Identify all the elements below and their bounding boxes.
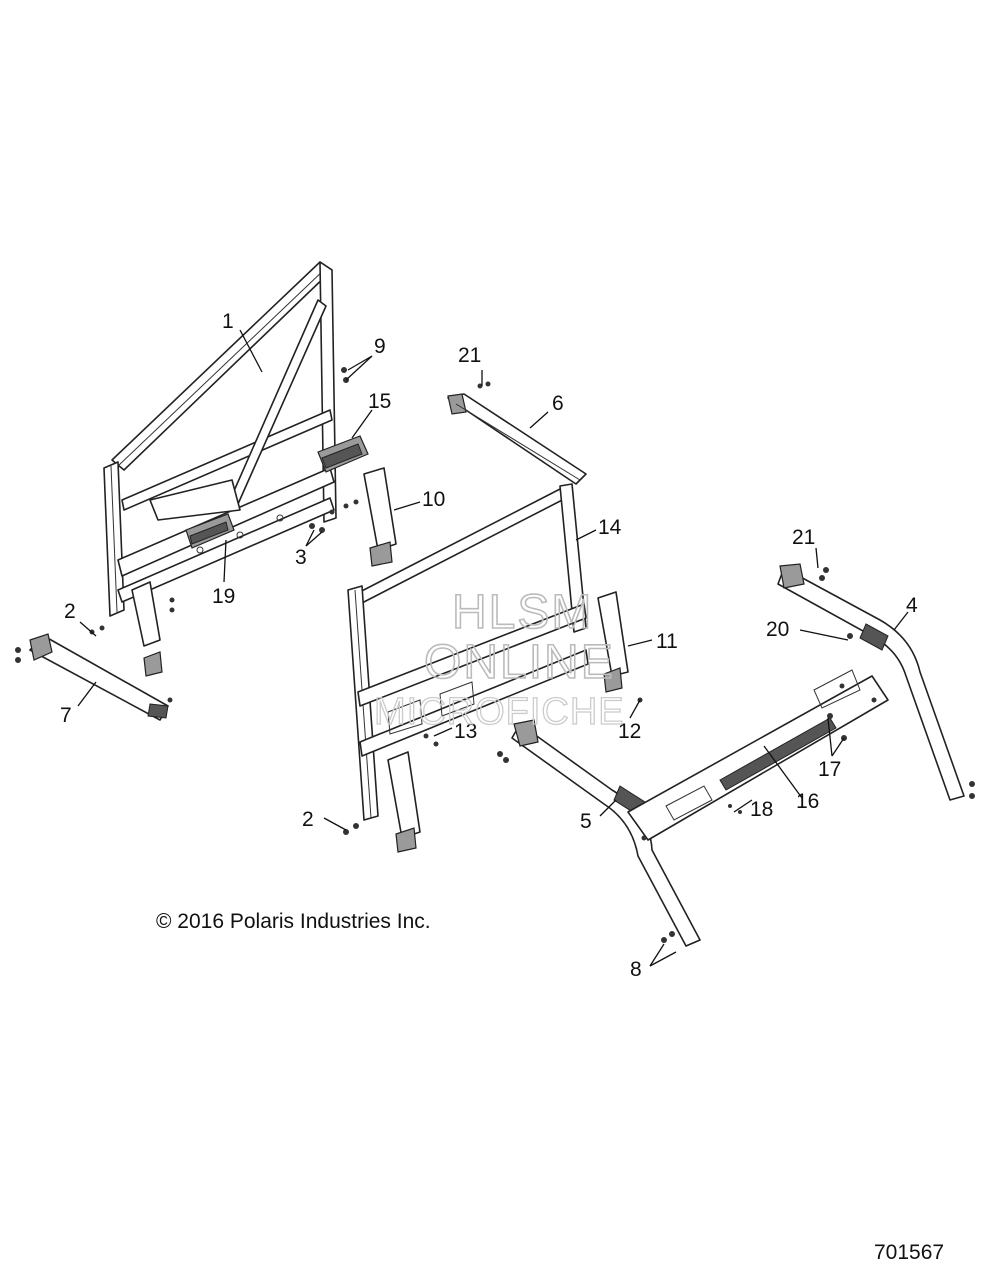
callout-13: 13 (454, 720, 477, 743)
tube-part-5 (497, 719, 701, 947)
center-frame-part-14 (343, 483, 589, 853)
watermark-line-1: HLSM (452, 586, 593, 639)
panel-part-16 (627, 669, 889, 841)
callout-6: 6 (552, 392, 564, 415)
rail-part-6 (447, 381, 587, 485)
callout-10: 10 (422, 488, 445, 511)
callout-21-top: 21 (458, 344, 481, 367)
tail-light-part-19 (185, 513, 235, 549)
tube-part-4 (777, 563, 975, 801)
watermark-line-2: ONLINE (424, 636, 615, 689)
bracket-part-10 (363, 467, 397, 567)
copyright-notice: © 2016 Polaris Industries Inc. (156, 910, 431, 933)
callout-3: 3 (295, 546, 307, 569)
callout-2-center: 2 (302, 808, 314, 831)
callout-2-left: 2 (64, 600, 76, 623)
tube-part-7 (15, 625, 173, 721)
callout-11: 11 (656, 630, 678, 653)
callout-21-right: 21 (792, 526, 815, 549)
callout-9: 9 (374, 335, 386, 358)
callout-12: 12 (618, 720, 641, 743)
callout-20: 20 (766, 618, 789, 641)
callout-19: 19 (212, 585, 235, 608)
bracket-part-11 (597, 591, 643, 703)
watermark: HLSM ONLINE MICROFICHE (373, 585, 625, 733)
figure-number: 701567 (874, 1241, 945, 1264)
tail-light-part-15 (317, 435, 369, 473)
callout-labels: 1 9 15 10 3 19 21 6 14 2 7 11 12 13 2 5 … (60, 310, 918, 981)
callout-7: 7 (60, 704, 72, 727)
watermark-line-3: MICROFICHE (374, 691, 625, 733)
callout-16: 16 (796, 790, 819, 813)
callout-14: 14 (598, 516, 622, 539)
callout-4: 4 (906, 594, 918, 617)
callout-18: 18 (750, 798, 773, 821)
callout-17: 17 (818, 758, 841, 781)
leader-lines (77, 329, 909, 967)
callout-8: 8 (630, 958, 642, 981)
callout-15: 15 (368, 390, 391, 413)
callout-5: 5 (580, 810, 592, 833)
rear-frame-part-1 (103, 261, 337, 677)
callout-1: 1 (222, 310, 234, 333)
